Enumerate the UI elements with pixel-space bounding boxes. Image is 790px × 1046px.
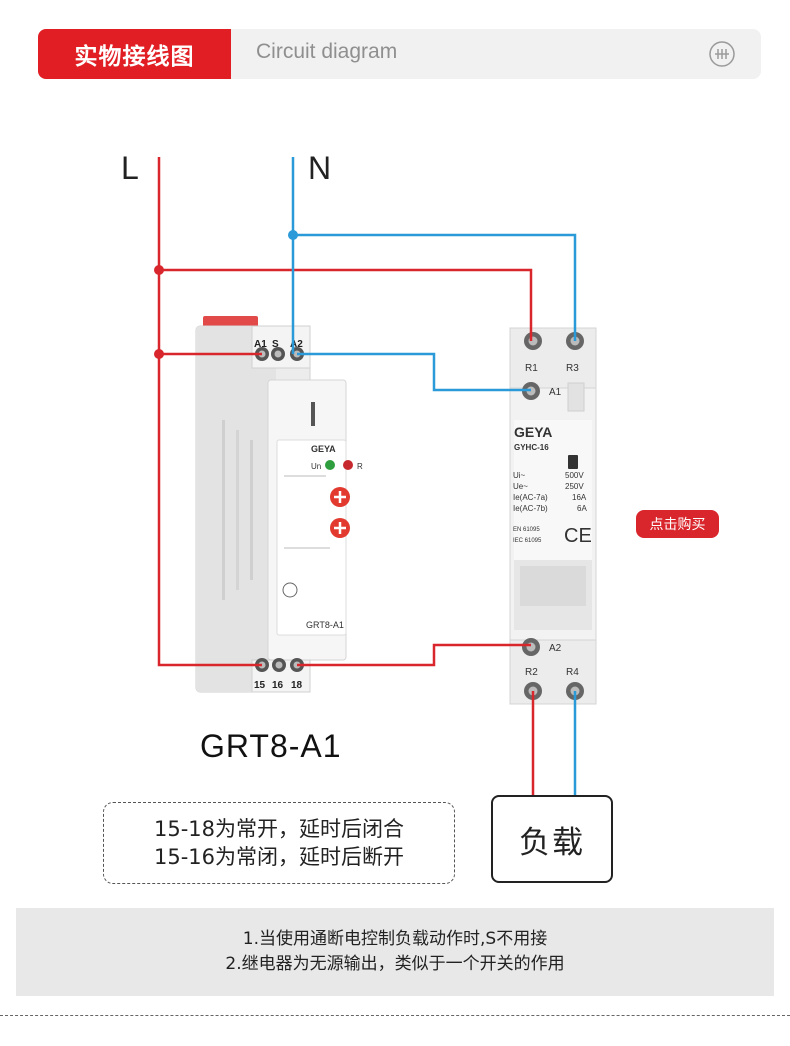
buy-button[interactable]: 点击购买 [636, 510, 719, 538]
relay-terminal-15: 15 [254, 680, 266, 691]
load-box: 负载 [491, 795, 613, 883]
output-wire-18-to-a2 [297, 643, 531, 667]
section-subtitle: Circuit diagram [256, 40, 398, 63]
live-line-label: L [121, 150, 139, 186]
live-wire-main [157, 157, 262, 667]
spec-label-ue: Ue~ [513, 482, 528, 491]
junction-dot [288, 230, 298, 240]
standard-iec: IEC 61095 [513, 538, 542, 544]
relay-terminal-a2: A2 [290, 339, 303, 350]
bottom-divider [0, 1015, 790, 1016]
spec-value-ac7a: 16A [572, 493, 587, 502]
junction-dot [154, 265, 164, 275]
standard-en: EN 61095 [513, 527, 540, 533]
spec-value-ui: 500V [565, 471, 584, 480]
live-wire-to-r1 [159, 268, 533, 341]
contactor-terminal-r3: R3 [566, 363, 579, 374]
contactor-brand-logo: GEYA [514, 424, 552, 440]
spec-label-ac7b: Ie(AC-7b) [513, 504, 548, 513]
timer-relay [195, 316, 353, 693]
timer-relay-labels: A1 S A2 15 16 18 GEYA Un R GRT8-A1 [254, 339, 363, 691]
contactor-labels: R1 R3 A1 GEYA GYHC-16 Ui~ 500V Ue~ 250V … [513, 363, 592, 678]
spec-label-ui: Ui~ [513, 471, 526, 480]
contactor-coil-a2: A2 [549, 643, 562, 654]
info-line-1: 1.当使用通断电控制负载动作时,S不用接 [242, 929, 548, 949]
relay-model-caption: GRT8-A1 [200, 728, 342, 764]
spec-value-ac7b: 6A [577, 504, 587, 513]
section-tag: 实物接线图 [38, 29, 231, 79]
contactor [509, 327, 597, 705]
ce-mark: CE [564, 525, 592, 547]
contactor-terminal-r4: R4 [566, 667, 579, 678]
relay-face-model: GRT8-A1 [306, 620, 344, 630]
junction-dot [154, 349, 164, 359]
info-panel: 1.当使用通断电控制负载动作时,S不用接 2.继电器为无源输出，类似于一个开关的… [16, 908, 774, 996]
relay-brand-logo: GEYA [311, 444, 336, 454]
contactor-terminal-r2: R2 [525, 667, 538, 678]
note-line-2: 15-16为常闭，延时后断开 [153, 845, 405, 869]
circuit-symbol-icon [709, 41, 735, 67]
neutral-wire-to-r3 [293, 233, 577, 341]
neutral-wire-to-coil-a1 [297, 352, 531, 392]
neutral-line-label: N [308, 150, 332, 186]
contactor-model: GYHC-16 [514, 443, 549, 452]
spec-value-ue: 250V [565, 482, 584, 491]
contact-note-box: 15-18为常开，延时后闭合 15-16为常闭，延时后断开 [103, 802, 455, 884]
note-line-1: 15-18为常开，延时后闭合 [153, 817, 405, 841]
spec-label-ac7a: Ie(AC-7a) [513, 493, 548, 502]
relay-terminal-18: 18 [291, 680, 303, 691]
contactor-terminal-r1: R1 [525, 363, 538, 374]
relay-terminal-16: 16 [272, 680, 284, 691]
relay-terminal-a1: A1 [254, 339, 267, 350]
wires [157, 157, 577, 795]
info-line-2: 2.继电器为无源输出，类似于一个开关的作用 [225, 954, 565, 974]
relay-indicator-un: Un [311, 462, 321, 471]
contactor-coil-a1: A1 [549, 387, 562, 398]
relay-terminal-s: S [272, 339, 279, 350]
relay-indicator-r: R [357, 462, 363, 471]
